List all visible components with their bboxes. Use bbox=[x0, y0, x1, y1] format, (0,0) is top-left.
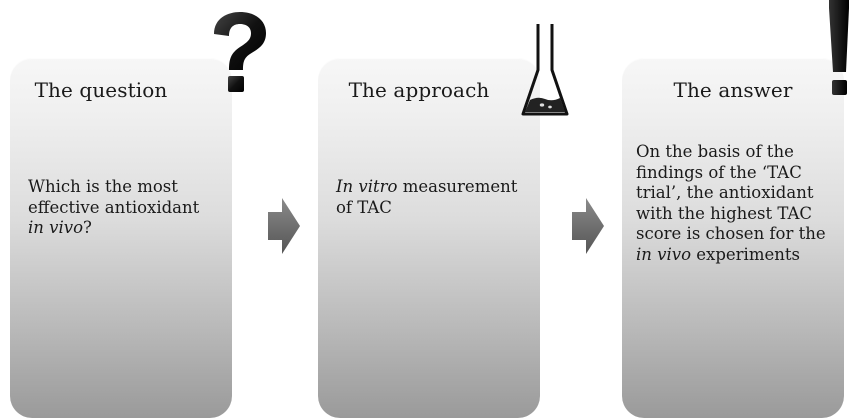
right-arrow-icon bbox=[268, 198, 300, 258]
answer-text-italic: in vivo bbox=[636, 244, 692, 264]
question-mark-icon bbox=[206, 12, 268, 100]
answer-text-part-1: On the basis of the findings of the ‘TAC… bbox=[636, 142, 826, 243]
question-text: Which is the most effective antioxidant … bbox=[28, 177, 218, 239]
question-text-part-1: Which is the most effective antioxidant bbox=[28, 177, 200, 217]
answer-panel: The answer On the basis of the findings … bbox=[622, 58, 844, 418]
approach-text-part-2: measurement of TAC bbox=[336, 177, 518, 217]
answer-text-part-2: experiments bbox=[691, 244, 800, 264]
approach-text-italic: In vitro bbox=[336, 177, 398, 196]
question-text-part-2: ? bbox=[83, 218, 92, 237]
flask-icon bbox=[520, 22, 570, 126]
question-panel: The question Which is the most effective… bbox=[10, 58, 232, 418]
right-arrow-icon bbox=[572, 198, 604, 258]
question-title: The question bbox=[34, 78, 168, 102]
question-text-italic: in vivo bbox=[28, 218, 84, 237]
approach-panel: The approach In vitro measurement of TAC bbox=[318, 58, 540, 418]
exclamation-mark-icon bbox=[828, 0, 849, 104]
answer-title: The answer bbox=[673, 78, 793, 102]
approach-title: The approach bbox=[348, 78, 490, 102]
approach-text: In vitro measurement of TAC bbox=[336, 177, 526, 218]
answer-text: On the basis of the findings of the ‘TAC… bbox=[636, 142, 830, 265]
